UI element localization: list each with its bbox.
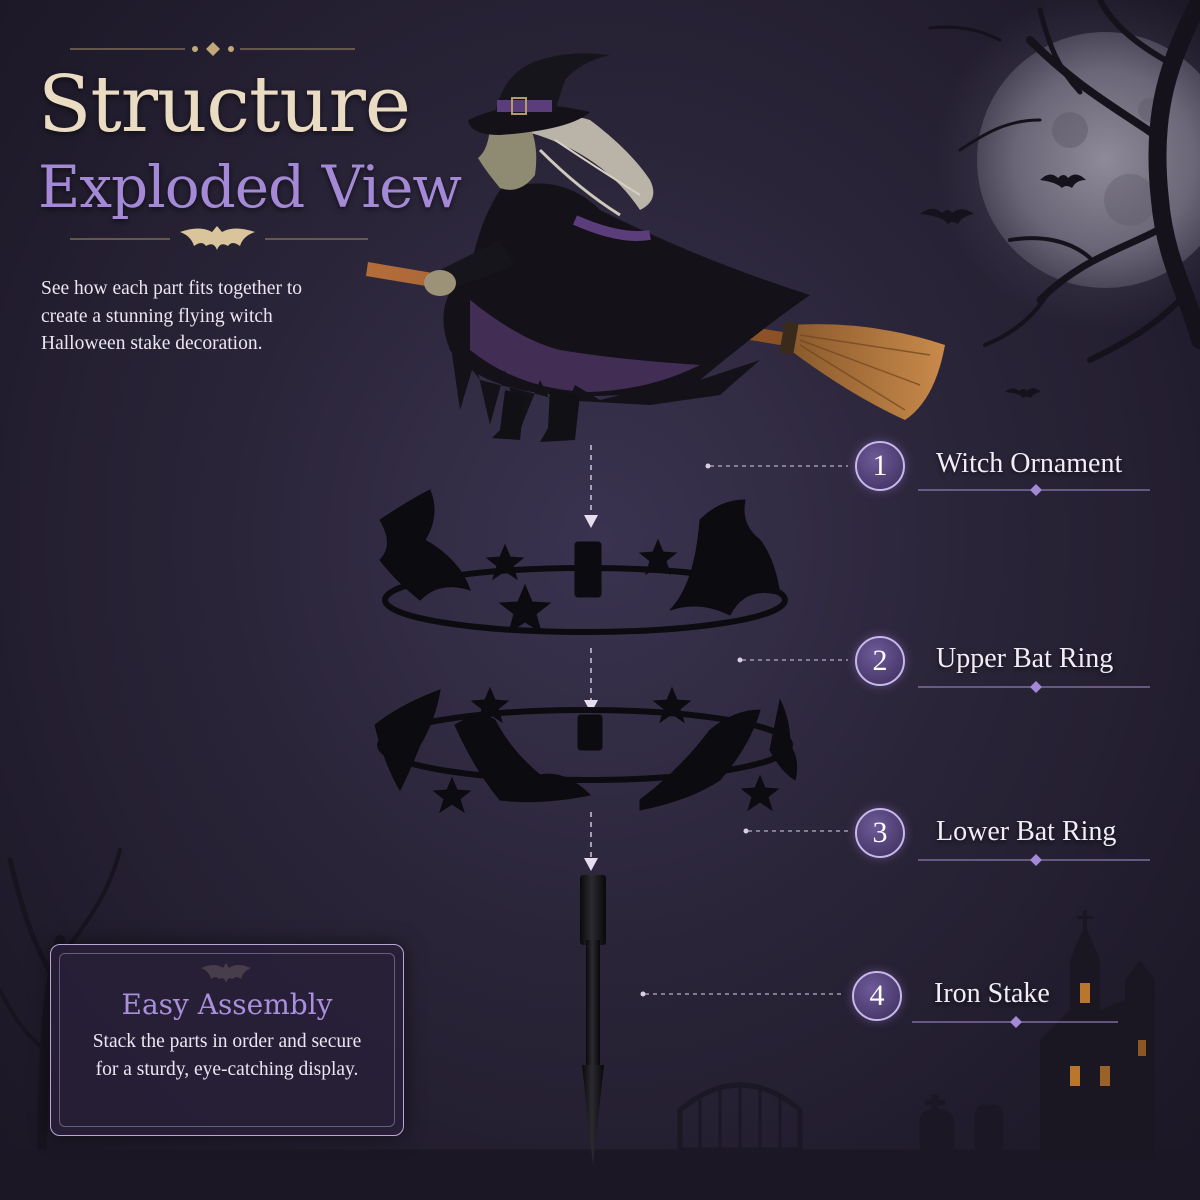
card-text: Stack the parts in order and secure for …: [92, 1031, 362, 1080]
part-number-badge: 3: [855, 808, 905, 858]
part-label-lower-bat-ring: Lower Bat Ring: [936, 816, 1117, 847]
page-subtitle: Exploded View: [38, 153, 462, 221]
part-number-badge: 2: [855, 636, 905, 686]
witch-ornament-figure: [366, 53, 945, 442]
upper-bat-ring: [379, 489, 788, 635]
graveyard-silhouette: [0, 1082, 1200, 1200]
lower-bat-ring: [374, 686, 798, 814]
ornament-icon: [70, 42, 355, 56]
part-number-badge: 1: [855, 441, 905, 491]
description-text: See how each part fits together to creat…: [41, 278, 302, 354]
bat-icon: [920, 174, 1086, 398]
iron-stake: [580, 875, 606, 1165]
ornament-icon: [1010, 484, 1042, 1028]
part-number-badge: 4: [852, 971, 902, 1021]
label-underlines: [912, 489, 1150, 1023]
part-label-witch-ornament: Witch Ornament: [936, 448, 1123, 479]
part-label-upper-bat-ring: Upper Bat Ring: [936, 643, 1114, 674]
arrow-down-icon: [584, 515, 598, 871]
haunted-house-icon: [1040, 910, 1155, 1160]
part-label-iron-stake: Iron Stake: [934, 978, 1050, 1009]
bare-tree-icon: [928, 0, 1200, 363]
card-title: Easy Assembly: [121, 988, 333, 1021]
page-title: Structure: [38, 60, 411, 150]
moon-icon: [935, 0, 1200, 330]
label-leader-lines: [645, 465, 848, 995]
easy-assembly-card: Easy Assembly Stack the parts in order a…: [50, 944, 404, 1136]
bat-icon: [70, 226, 368, 250]
